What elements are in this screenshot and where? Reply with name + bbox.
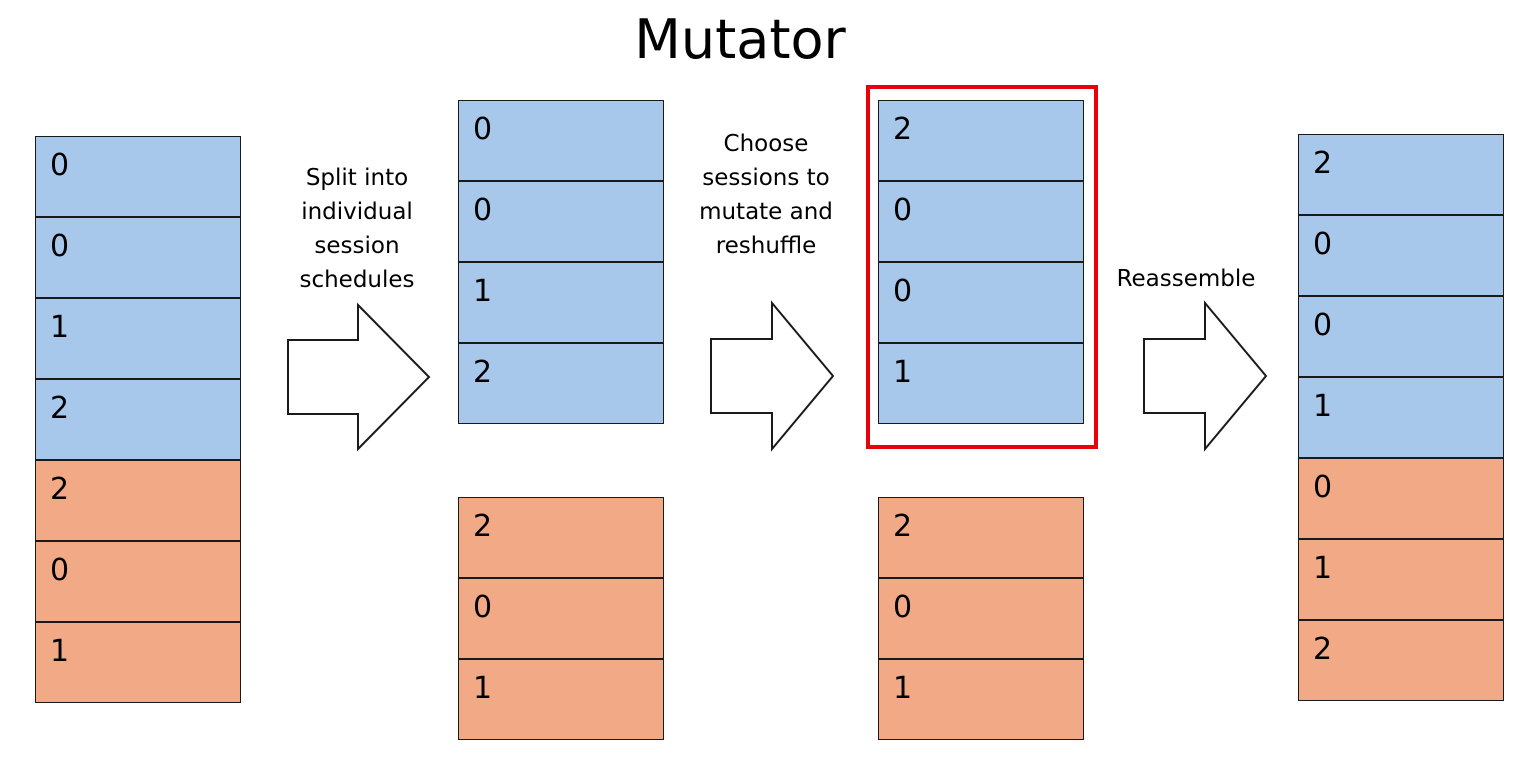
split-step-label: Split into individual session schedules [299,165,415,293]
schedule-cell: 0 [1298,458,1504,539]
split-arrow-icon [287,302,431,452]
schedule-cell: 1 [458,659,664,740]
schedule-cell: 0 [458,578,664,659]
schedule-cell: 2 [35,379,241,460]
schedule-cell: 0 [1298,215,1504,296]
schedule-cell: 1 [1298,377,1504,458]
split-blue-schedule: 0 0 1 2 [458,100,664,425]
choose-step-label: Choose sessions to mutate and reshuffle [699,131,833,259]
schedule-cell: 0 [35,217,241,298]
schedule-cell: 1 [35,298,241,379]
schedule-cell: 1 [878,343,1084,424]
mutated-orange-schedule: 2 0 1 [878,497,1084,741]
reassemble-arrow-icon [1143,300,1268,452]
combined-schedule: 0 0 1 2 2 0 1 [35,136,241,705]
choose-arrow-icon [710,300,835,452]
schedule-cell: 2 [878,100,1084,181]
reassemble-step-label: Reassemble [1116,266,1256,292]
schedule-cell: 1 [878,659,1084,740]
mutation-highlight-box [866,85,1098,449]
schedule-cell: 2 [458,497,664,578]
schedule-cell: 1 [458,262,664,343]
mutated-blue-schedule: 2 0 0 1 [878,100,1084,425]
diagram-title: Mutator [634,8,846,71]
schedule-cell: 0 [878,578,1084,659]
schedule-cell: 0 [35,541,241,622]
schedule-cell: 1 [1298,539,1504,620]
schedule-cell: 0 [35,136,241,217]
schedule-cell: 0 [878,181,1084,262]
schedule-cell: 0 [1298,296,1504,377]
schedule-cell: 2 [35,460,241,541]
schedule-cell: 2 [1298,134,1504,215]
reassembled-schedule: 2 0 0 1 0 1 2 [1298,134,1504,703]
schedule-cell: 2 [1298,620,1504,701]
schedule-cell: 0 [458,181,664,262]
schedule-cell: 1 [35,622,241,703]
schedule-cell: 2 [458,343,664,424]
schedule-cell: 0 [878,262,1084,343]
schedule-cell: 0 [458,100,664,181]
schedule-cell: 2 [878,497,1084,578]
split-orange-schedule: 2 0 1 [458,497,664,741]
